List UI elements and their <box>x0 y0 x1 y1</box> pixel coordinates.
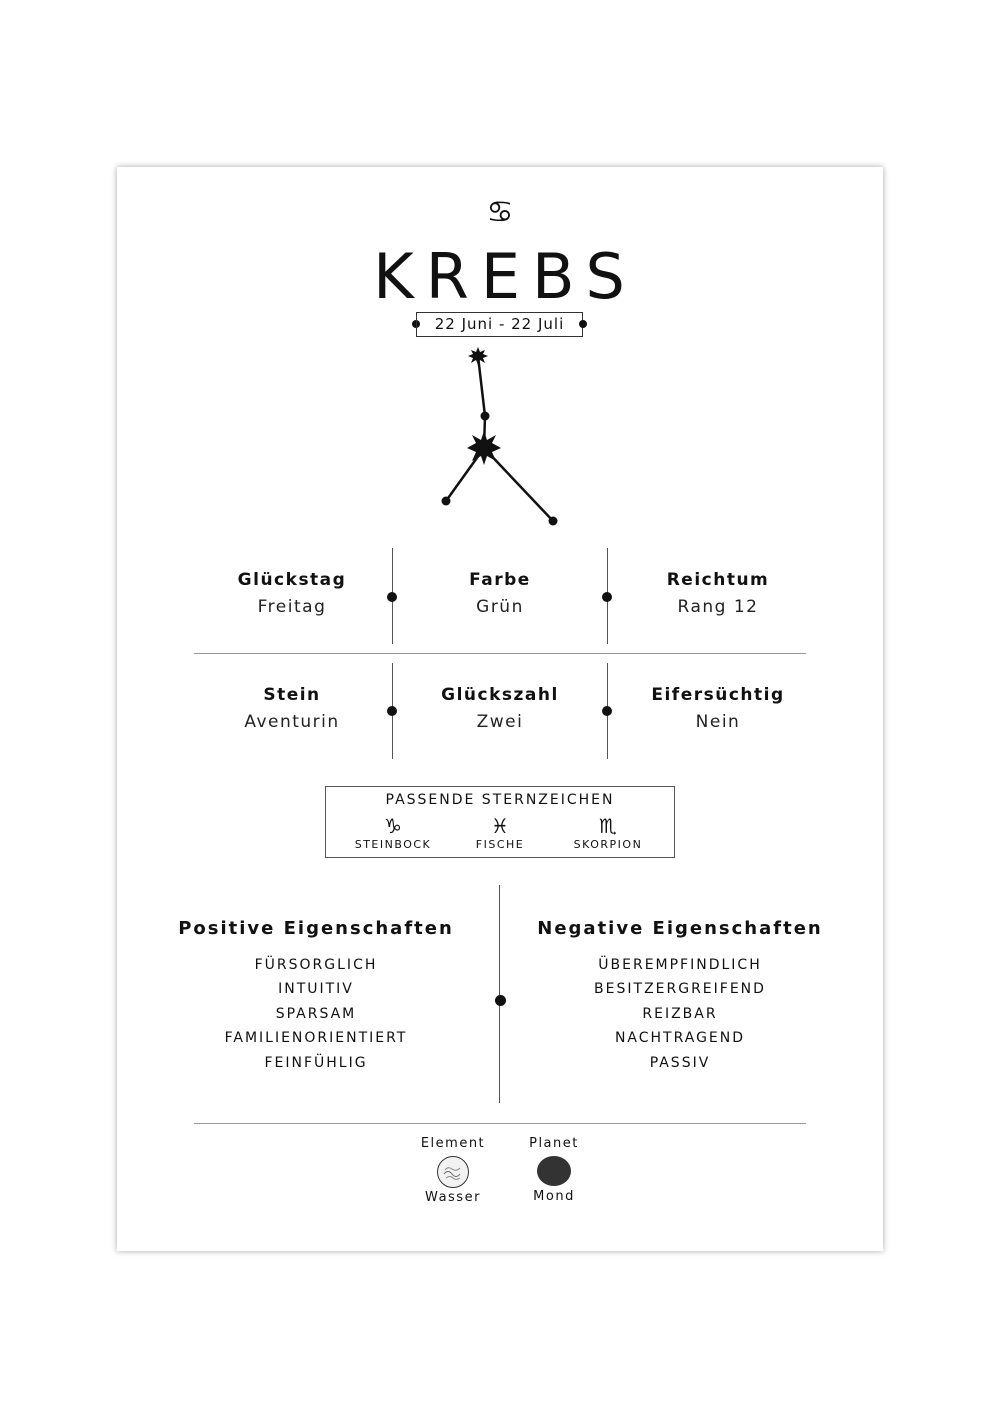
stat-label-lucky-number: Glückszahl <box>441 685 559 705</box>
divider-horizontal <box>194 653 806 654</box>
stat-label-wealth: Reichtum <box>666 570 770 590</box>
water-element-icon <box>437 1156 469 1188</box>
scorpio-icon: ♏ <box>599 814 617 838</box>
divider-dot <box>602 706 612 716</box>
matching-signs-title: PASSENDE STERNZEICHEN <box>385 792 615 808</box>
match-name-scorpio: SKORPION <box>573 838 643 851</box>
negative-item: ÜBEREMPFINDLICH <box>598 957 762 973</box>
stat-label-lucky-day: Glückstag <box>237 570 347 590</box>
positive-item: FEINFÜHLIG <box>264 1055 368 1071</box>
element-value: Wasser <box>425 1190 481 1205</box>
stat-value-wealth: Rang 12 <box>677 597 759 617</box>
planet-label: Planet <box>529 1136 579 1151</box>
stat-label-stone: Stein <box>263 685 321 705</box>
sign-title: KREBS <box>373 240 637 313</box>
stat-label-color: Farbe <box>469 570 531 590</box>
date-range: 22 Juni - 22 Juli <box>416 312 583 337</box>
positive-item: SPARSAM <box>275 1006 357 1022</box>
date-dot-right <box>579 320 587 328</box>
divider-dot <box>387 706 397 716</box>
match-name-capricorn: STEINBOCK <box>354 838 432 851</box>
moon-planet-icon <box>537 1156 571 1186</box>
stat-value-lucky-day: Freitag <box>257 597 327 617</box>
stat-label-jealous: Eifersüchtig <box>651 685 785 705</box>
pisces-icon: ♓ <box>491 814 509 838</box>
match-name-pisces: FISCHE <box>475 838 525 851</box>
stat-value-lucky-number: Zwei <box>476 712 524 732</box>
positive-heading: Positive Eigenschaften <box>178 918 454 939</box>
positive-item: INTUITIV <box>278 981 354 997</box>
negative-item: REIZBAR <box>642 1006 718 1022</box>
stat-value-color: Grün <box>476 597 524 617</box>
zodiac-poster: ♋ KREBS 22 Juni - 22 Juli Glückstag Frei… <box>117 167 883 1251</box>
divider-horizontal <box>194 1123 806 1124</box>
divider-dot <box>387 592 397 602</box>
matching-signs-box: PASSENDE STERNZEICHEN ♑ STEINBOCK ♓ FISC… <box>325 786 675 858</box>
negative-item: NACHTRAGEND <box>614 1030 746 1046</box>
positive-item: FAMILIENORIENTIERT <box>224 1030 408 1046</box>
capricorn-icon: ♑ <box>384 814 402 838</box>
positive-item: FÜRSORGLICH <box>254 957 378 973</box>
divider-dot <box>602 592 612 602</box>
element-label: Element <box>420 1136 486 1151</box>
negative-item: PASSIV <box>649 1055 711 1071</box>
cancer-symbol-icon: ♋ <box>486 195 514 230</box>
stat-value-jealous: Nein <box>695 712 741 732</box>
cancer-constellation-icon <box>441 347 558 526</box>
stat-value-stone: Aventurin <box>244 712 340 732</box>
negative-item: BESITZERGREIFEND <box>594 981 766 997</box>
divider-vertical <box>499 885 500 1103</box>
planet-value: Mond <box>533 1189 575 1204</box>
negative-heading: Negative Eigenschaften <box>537 918 823 939</box>
divider-dot <box>495 995 506 1006</box>
